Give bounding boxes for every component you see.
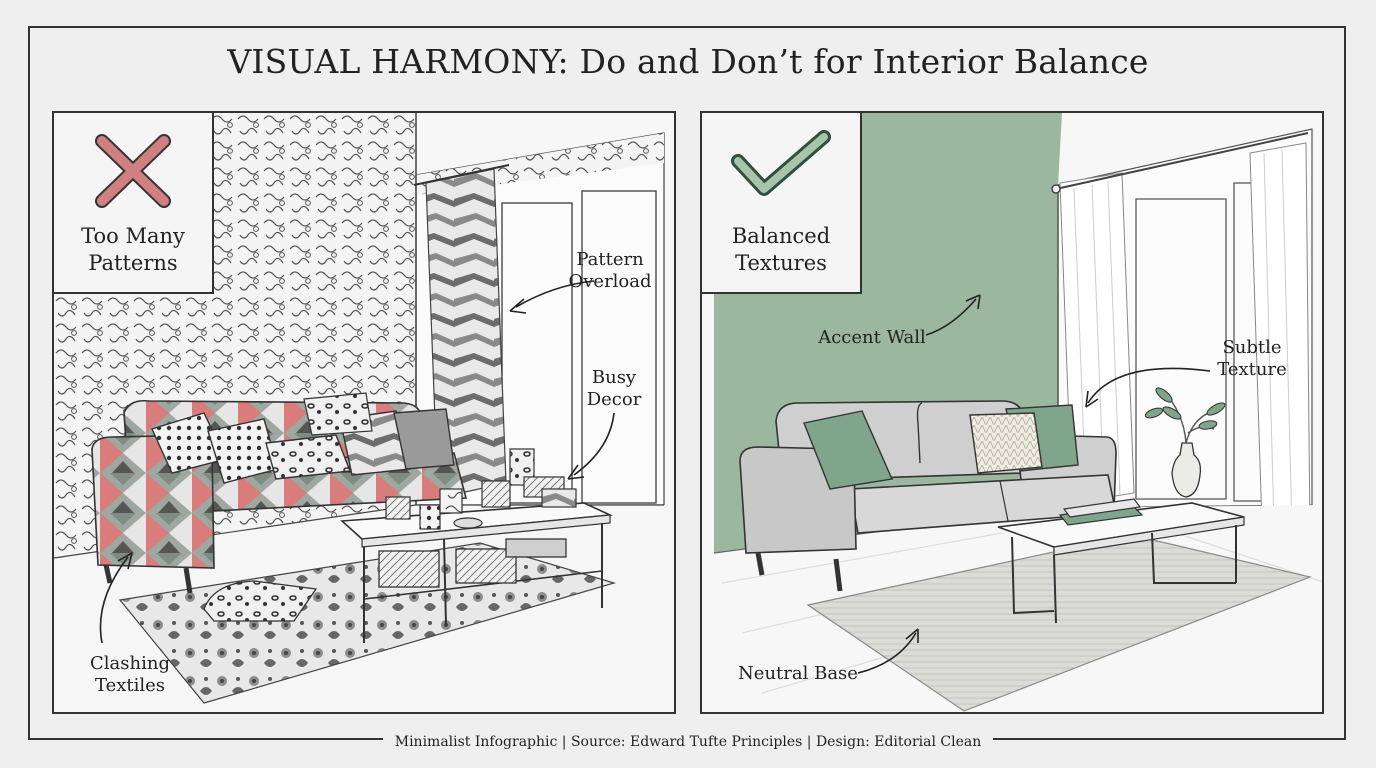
callout-clashing-textiles: Clashing Textiles: [90, 653, 170, 696]
callout-busy-decor: Busy Decor: [586, 367, 642, 410]
footer: Minimalist Infographic | Source: Edward …: [0, 731, 1376, 750]
callout-pattern-overload: Pattern Overload: [568, 249, 652, 292]
do-badge-label: Balanced Textures: [731, 224, 831, 275]
footer-credit: Minimalist Infographic | Source: Edward …: [382, 734, 994, 750]
page-title: VISUAL HARMONY: Do and Don’t for Interio…: [227, 42, 1149, 81]
callout-accent-wall: Accent Wall: [818, 327, 926, 348]
dont-badge-label: Too Many Patterns: [81, 224, 185, 275]
do-panel: Balanced Textures Accent Wall Subtle Tex…: [700, 111, 1324, 714]
callout-subtle-texture: Subtle Texture: [1217, 337, 1287, 380]
cross-icon: [95, 134, 171, 208]
checkmark-icon: [731, 130, 831, 196]
do-badge: Balanced Textures: [702, 113, 862, 294]
busy-room-illustration: [54, 113, 674, 712]
dont-badge: Too Many Patterns: [54, 113, 214, 294]
dont-panel: Too Many Patterns Pattern Overload Busy …: [52, 111, 676, 714]
callout-neutral-base: Neutral Base: [738, 663, 858, 684]
